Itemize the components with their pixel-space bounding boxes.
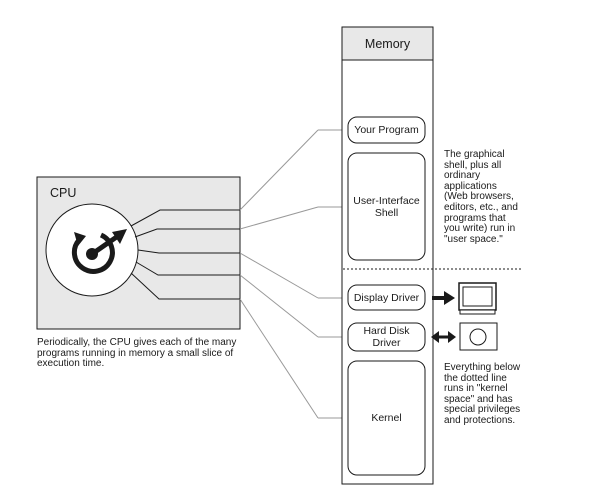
hard-disk-driver-label: Hard Disk Driver bbox=[363, 325, 410, 349]
memory-connectors bbox=[239, 129, 342, 419]
cpu-bus-lines bbox=[130, 209, 240, 300]
kernel-space-annotation: Everything below the dotted line runs in… bbox=[444, 362, 521, 426]
your-program-label: Your Program bbox=[354, 124, 419, 136]
user-interface-shell-box bbox=[347, 152, 426, 261]
display-driver-box bbox=[347, 284, 426, 311]
user-interface-shell-label: User-Interface Shell bbox=[353, 194, 420, 219]
kernel-box bbox=[347, 360, 426, 476]
cpu-caption: Periodically, the CPU gives each of the … bbox=[37, 337, 237, 370]
memory-header bbox=[341, 26, 434, 61]
right-arrow-icon bbox=[432, 291, 455, 305]
cpu-title: CPU bbox=[50, 186, 77, 200]
your-program-box bbox=[347, 116, 426, 144]
double-arrow-icon bbox=[431, 331, 456, 343]
hard-disk-icon bbox=[459, 322, 498, 351]
clock-dial-icon bbox=[71, 229, 127, 274]
memory-title: Memory bbox=[364, 36, 411, 51]
kernel-label: Kernel bbox=[371, 412, 402, 424]
monitor-icon bbox=[458, 282, 497, 315]
display-driver-label: Display Driver bbox=[353, 291, 420, 304]
user-space-annotation: The graphical shell, plus all ordinary a… bbox=[444, 149, 518, 245]
hard-disk-driver-box bbox=[347, 322, 426, 352]
